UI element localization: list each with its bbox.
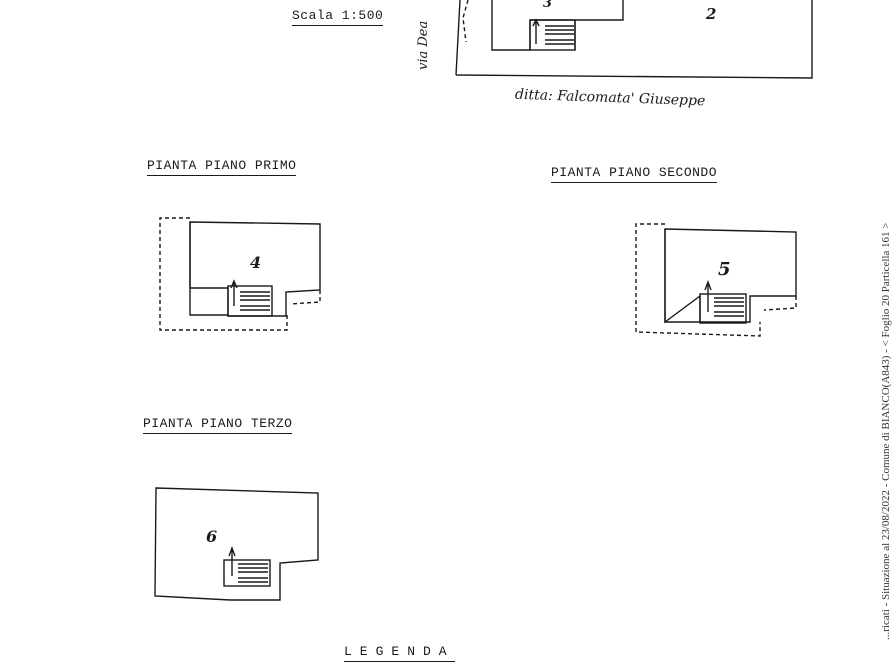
scale-label: Scala 1:500 [292, 8, 384, 26]
top-unit-3: 3 [543, 0, 553, 11]
plan-title-primo: PIANTA PIANO PRIMO [147, 158, 297, 176]
plan-title-secondo: PIANTA PIANO SECONDO [551, 165, 718, 183]
plan-primo-outline [159, 217, 321, 331]
plan-secondo-outline [635, 223, 797, 337]
unit-number-5: 5 [718, 259, 731, 280]
street-label: via Dea [416, 20, 431, 70]
unit-number-4: 4 [250, 253, 262, 272]
top-plan [455, 0, 813, 79]
plan-terzo-outline [154, 487, 319, 601]
legend-title: LEGENDA [344, 644, 455, 662]
plan-title-terzo: PIANTA PIANO TERZO [143, 416, 293, 434]
top-unit-2: 2 [706, 5, 717, 23]
side-stamp: ...ricati - Situazione al 23/08/2022 - C… [880, 222, 892, 640]
unit-number-6: 6 [206, 527, 218, 546]
